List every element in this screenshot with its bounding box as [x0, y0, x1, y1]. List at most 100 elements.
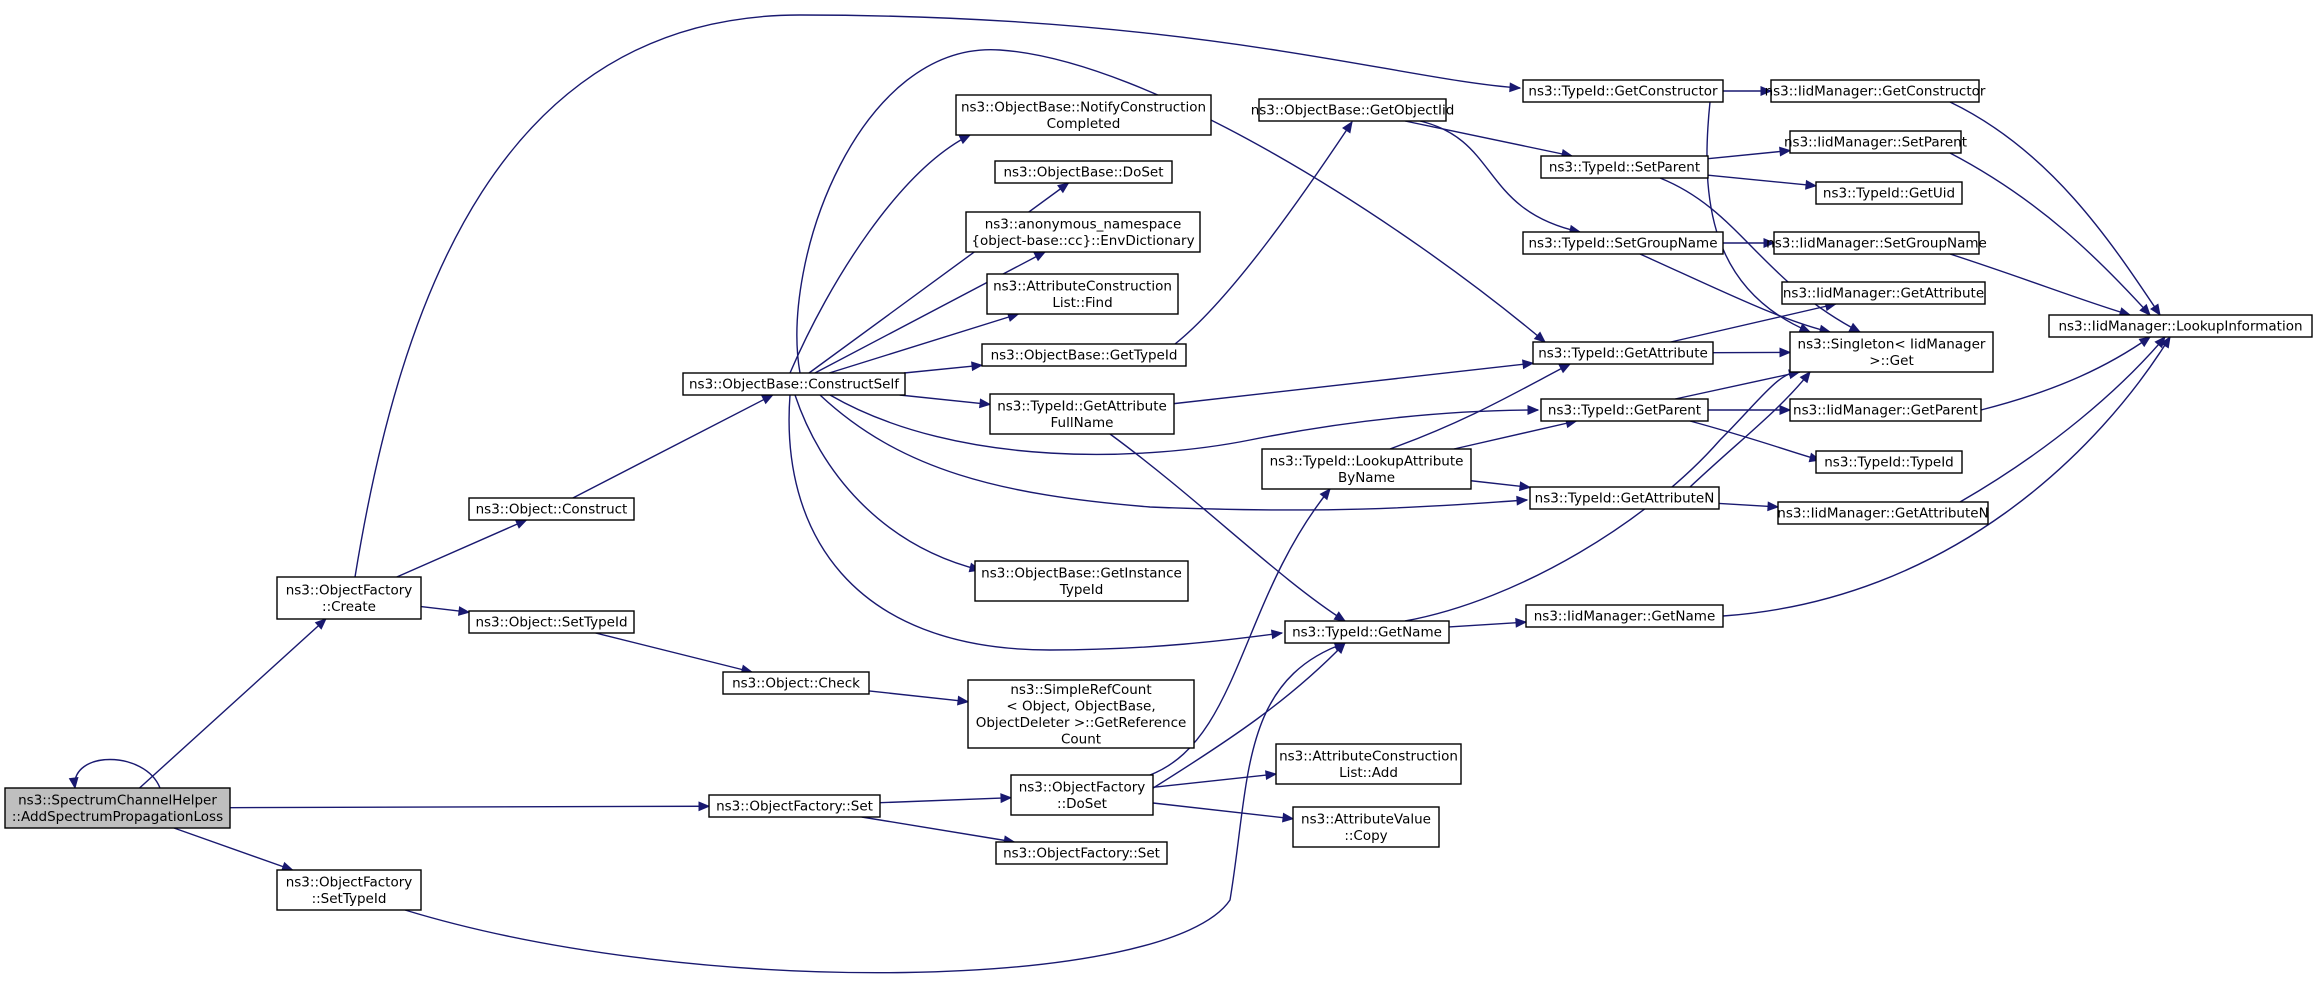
node-label-line: ns3::IidManager::LookupInformation [2058, 319, 2302, 335]
node-src-getref[interactable]: ns3::SimpleRefCount< Object, ObjectBase,… [967, 679, 1195, 749]
edge-ob-gettypeid-to-ob-getobjectiid [1174, 121, 1353, 345]
node-box [986, 273, 1179, 315]
node-box [1010, 774, 1154, 816]
node-tid-getattributen[interactable]: ns3::TypeId::GetAttributeN [1529, 486, 1720, 510]
edge-iid-getconstructor-to-iid-lookupinfo [1949, 101, 2161, 316]
node-label-line: TypeId [1059, 582, 1104, 598]
node-box [276, 576, 422, 620]
node-iid-getattributen[interactable]: ns3::IidManager::GetAttributeN [1777, 501, 1989, 525]
node-label-line: ::Copy [1344, 828, 1387, 844]
node-obj-check[interactable]: ns3::Object::Check [722, 671, 870, 695]
node-iid-getattribute[interactable]: ns3::IidManager::GetAttribute [1781, 281, 1986, 305]
node-box [1522, 231, 1724, 255]
node-ob-notify[interactable]: ns3::ObjectBase::NotifyConstructionCompl… [955, 94, 1212, 136]
edge-tid-getattrfull-to-tid-getattribute [1173, 362, 1534, 405]
node-ob-doset[interactable]: ns3::ObjectBase::DoSet [994, 160, 1173, 184]
node-tid-typeid[interactable]: ns3::TypeId::TypeId [1815, 450, 1963, 474]
node-of-create[interactable]: ns3::ObjectFactory::Create [276, 576, 422, 620]
node-of-set[interactable]: ns3::ObjectFactory::Set [708, 794, 881, 818]
edge-tid-getattribute-to-iid-getattribute [1670, 303, 1836, 343]
node-ob-getobjectiid[interactable]: ns3::ObjectBase::GetObjectIid [1251, 98, 1455, 122]
edge-obj-construct-to-ob-constructself-arrowhead [761, 394, 774, 405]
node-of-set2[interactable]: ns3::ObjectFactory::Set [995, 841, 1168, 865]
edge-tid-setparent-to-tid-getuid [1707, 174, 1817, 187]
edge-tid-setparent-to-tid-getuid-arrowhead [1805, 179, 1818, 190]
node-of-settypeid[interactable]: ns3::ObjectFactory::SetTypeId [276, 869, 422, 911]
node-of-doset[interactable]: ns3::ObjectFactory::DoSet [1010, 774, 1154, 816]
node-box [1770, 79, 1980, 103]
node-box [468, 497, 635, 521]
node-label-line: List::Find [1052, 295, 1112, 311]
edge-ob-constructself-to-tid-getname-arrowhead [1270, 629, 1284, 640]
edge-tid-lookupattr-to-tid-getparent [1453, 420, 1577, 450]
node-ob-constructself[interactable]: ns3::ObjectBase::ConstructSelf [682, 372, 906, 396]
node-ob-gettypeid[interactable]: ns3::ObjectBase::GetTypeId [981, 343, 1187, 367]
edge-ob-constructself-to-tid-getparent-arrowhead [1527, 405, 1540, 415]
edge-iid-setgroupname-to-iid-lookupinfo [1949, 253, 2131, 316]
edge-iid-setparent-to-iid-lookupinfo-arrowhead [2139, 303, 2151, 316]
node-iid-getparent[interactable]: ns3::IidManager::GetParent [1789, 398, 1982, 422]
node-obj-settypeid[interactable]: ns3::Object::SetTypeId [468, 610, 635, 634]
node-tid-getconstructor[interactable]: ns3::TypeId::GetConstructor [1522, 79, 1724, 103]
node-box [682, 372, 906, 396]
edge-tid-getname-to-iid-getname-arrowhead [1515, 617, 1528, 628]
node-box [1781, 281, 1986, 305]
node-root[interactable]: ns3::SpectrumChannelHelper::AddSpectrumP… [4, 787, 231, 829]
edge-ob-constructself-to-ob-notify [789, 134, 971, 374]
node-label-line: ns3::Object::Check [732, 676, 860, 692]
node-label-line: ns3::TypeId::SetParent [1549, 160, 1700, 176]
node-iid-setgroupname[interactable]: ns3::IidManager::SetGroupName [1766, 231, 1987, 255]
node-label-line: ns3::IidManager::GetAttributeN [1777, 506, 1988, 522]
node-tid-getparent[interactable]: ns3::TypeId::GetParent [1540, 398, 1709, 422]
edge-ob-constructself-to-ob-doset-arrowhead [1057, 182, 1070, 194]
node-label-line: ns3::Object::SetTypeId [475, 615, 627, 631]
edge-iid-getattributen-to-iid-lookupinfo-arrowhead [2154, 336, 2166, 349]
node-iid-lookupinfo[interactable]: ns3::IidManager::LookupInformation [2048, 314, 2313, 338]
node-label-line: ns3::TypeId::GetConstructor [1528, 84, 1718, 100]
node-label-line: ns3::ObjectBase::NotifyConstruction [961, 99, 1206, 115]
node-singleton-get[interactable]: ns3::Singleton< IidManager>::Get [1789, 331, 1994, 373]
node-tid-setparent[interactable]: ns3::TypeId::SetParent [1540, 155, 1709, 179]
node-iid-setparent[interactable]: ns3::IidManager::SetParent [1784, 130, 1967, 154]
node-obj-construct[interactable]: ns3::Object::Construct [468, 497, 635, 521]
node-label-line: ns3::ObjectBase::ConstructSelf [689, 377, 900, 393]
edge-of-doset-to-acl-add-arrowhead [1265, 770, 1278, 781]
node-iid-getconstructor[interactable]: ns3::IidManager::GetConstructor [1765, 79, 1986, 103]
node-label-line: ns3::Object::Construct [476, 502, 628, 518]
edge-ob-constructself-to-tid-getattrfull [899, 394, 991, 406]
node-tid-getname[interactable]: ns3::TypeId::GetName [1284, 620, 1450, 644]
edge-of-doset-to-tid-lookupattr [1149, 488, 1331, 776]
edge-of-doset-to-av-copy [1152, 802, 1294, 820]
node-tid-getuid[interactable]: ns3::TypeId::GetUid [1815, 181, 1963, 205]
node-label-line: Completed [1047, 116, 1121, 132]
edge-of-create-to-tid-getconstructor [354, 14, 1521, 578]
edge-tid-getattrfull-to-tid-getname [1109, 433, 1346, 622]
node-tid-setgroupname[interactable]: ns3::TypeId::SetGroupName [1522, 231, 1724, 255]
edge-tid-getparent-to-iid-getparent-arrowhead [1779, 405, 1792, 415]
node-av-copy[interactable]: ns3::AttributeValue::Copy [1292, 806, 1440, 848]
node-anon-envdict[interactable]: ns3::anonymous_namespace{object-base::cc… [965, 211, 1201, 253]
node-box [1258, 98, 1447, 122]
edge-tid-getname-to-singleton-get [1404, 371, 1801, 622]
node-iid-getname[interactable]: ns3::IidManager::GetName [1525, 604, 1724, 628]
edge-iid-getname-to-iid-lookupinfo [1722, 336, 2171, 617]
edge-of-create-to-obj-construct [396, 519, 527, 578]
node-box [1789, 331, 1994, 373]
node-label-line: ns3::ObjectFactory [286, 582, 413, 598]
edge-of-set-to-of-doset [879, 797, 1012, 804]
edge-tid-getattributen-to-iid-getattributen-arrowhead [1767, 501, 1780, 512]
node-box [1529, 486, 1720, 510]
node-label-line: ns3::IidManager::SetGroupName [1766, 236, 1987, 252]
edge-iid-setparent-to-iid-lookupinfo [1949, 152, 2151, 316]
edges-layer [68, 14, 2171, 974]
edge-obj-settypeid-to-obj-check [595, 632, 753, 673]
edge-tid-getattrfull-to-tid-getname-arrowhead [1333, 611, 1347, 622]
edge-of-doset-to-tid-getname-arrowhead [1334, 642, 1346, 654]
edge-of-create-to-tid-getconstructor-arrowhead [1509, 82, 1522, 93]
node-tid-getattribute[interactable]: ns3::TypeId::GetAttribute [1532, 341, 1714, 365]
